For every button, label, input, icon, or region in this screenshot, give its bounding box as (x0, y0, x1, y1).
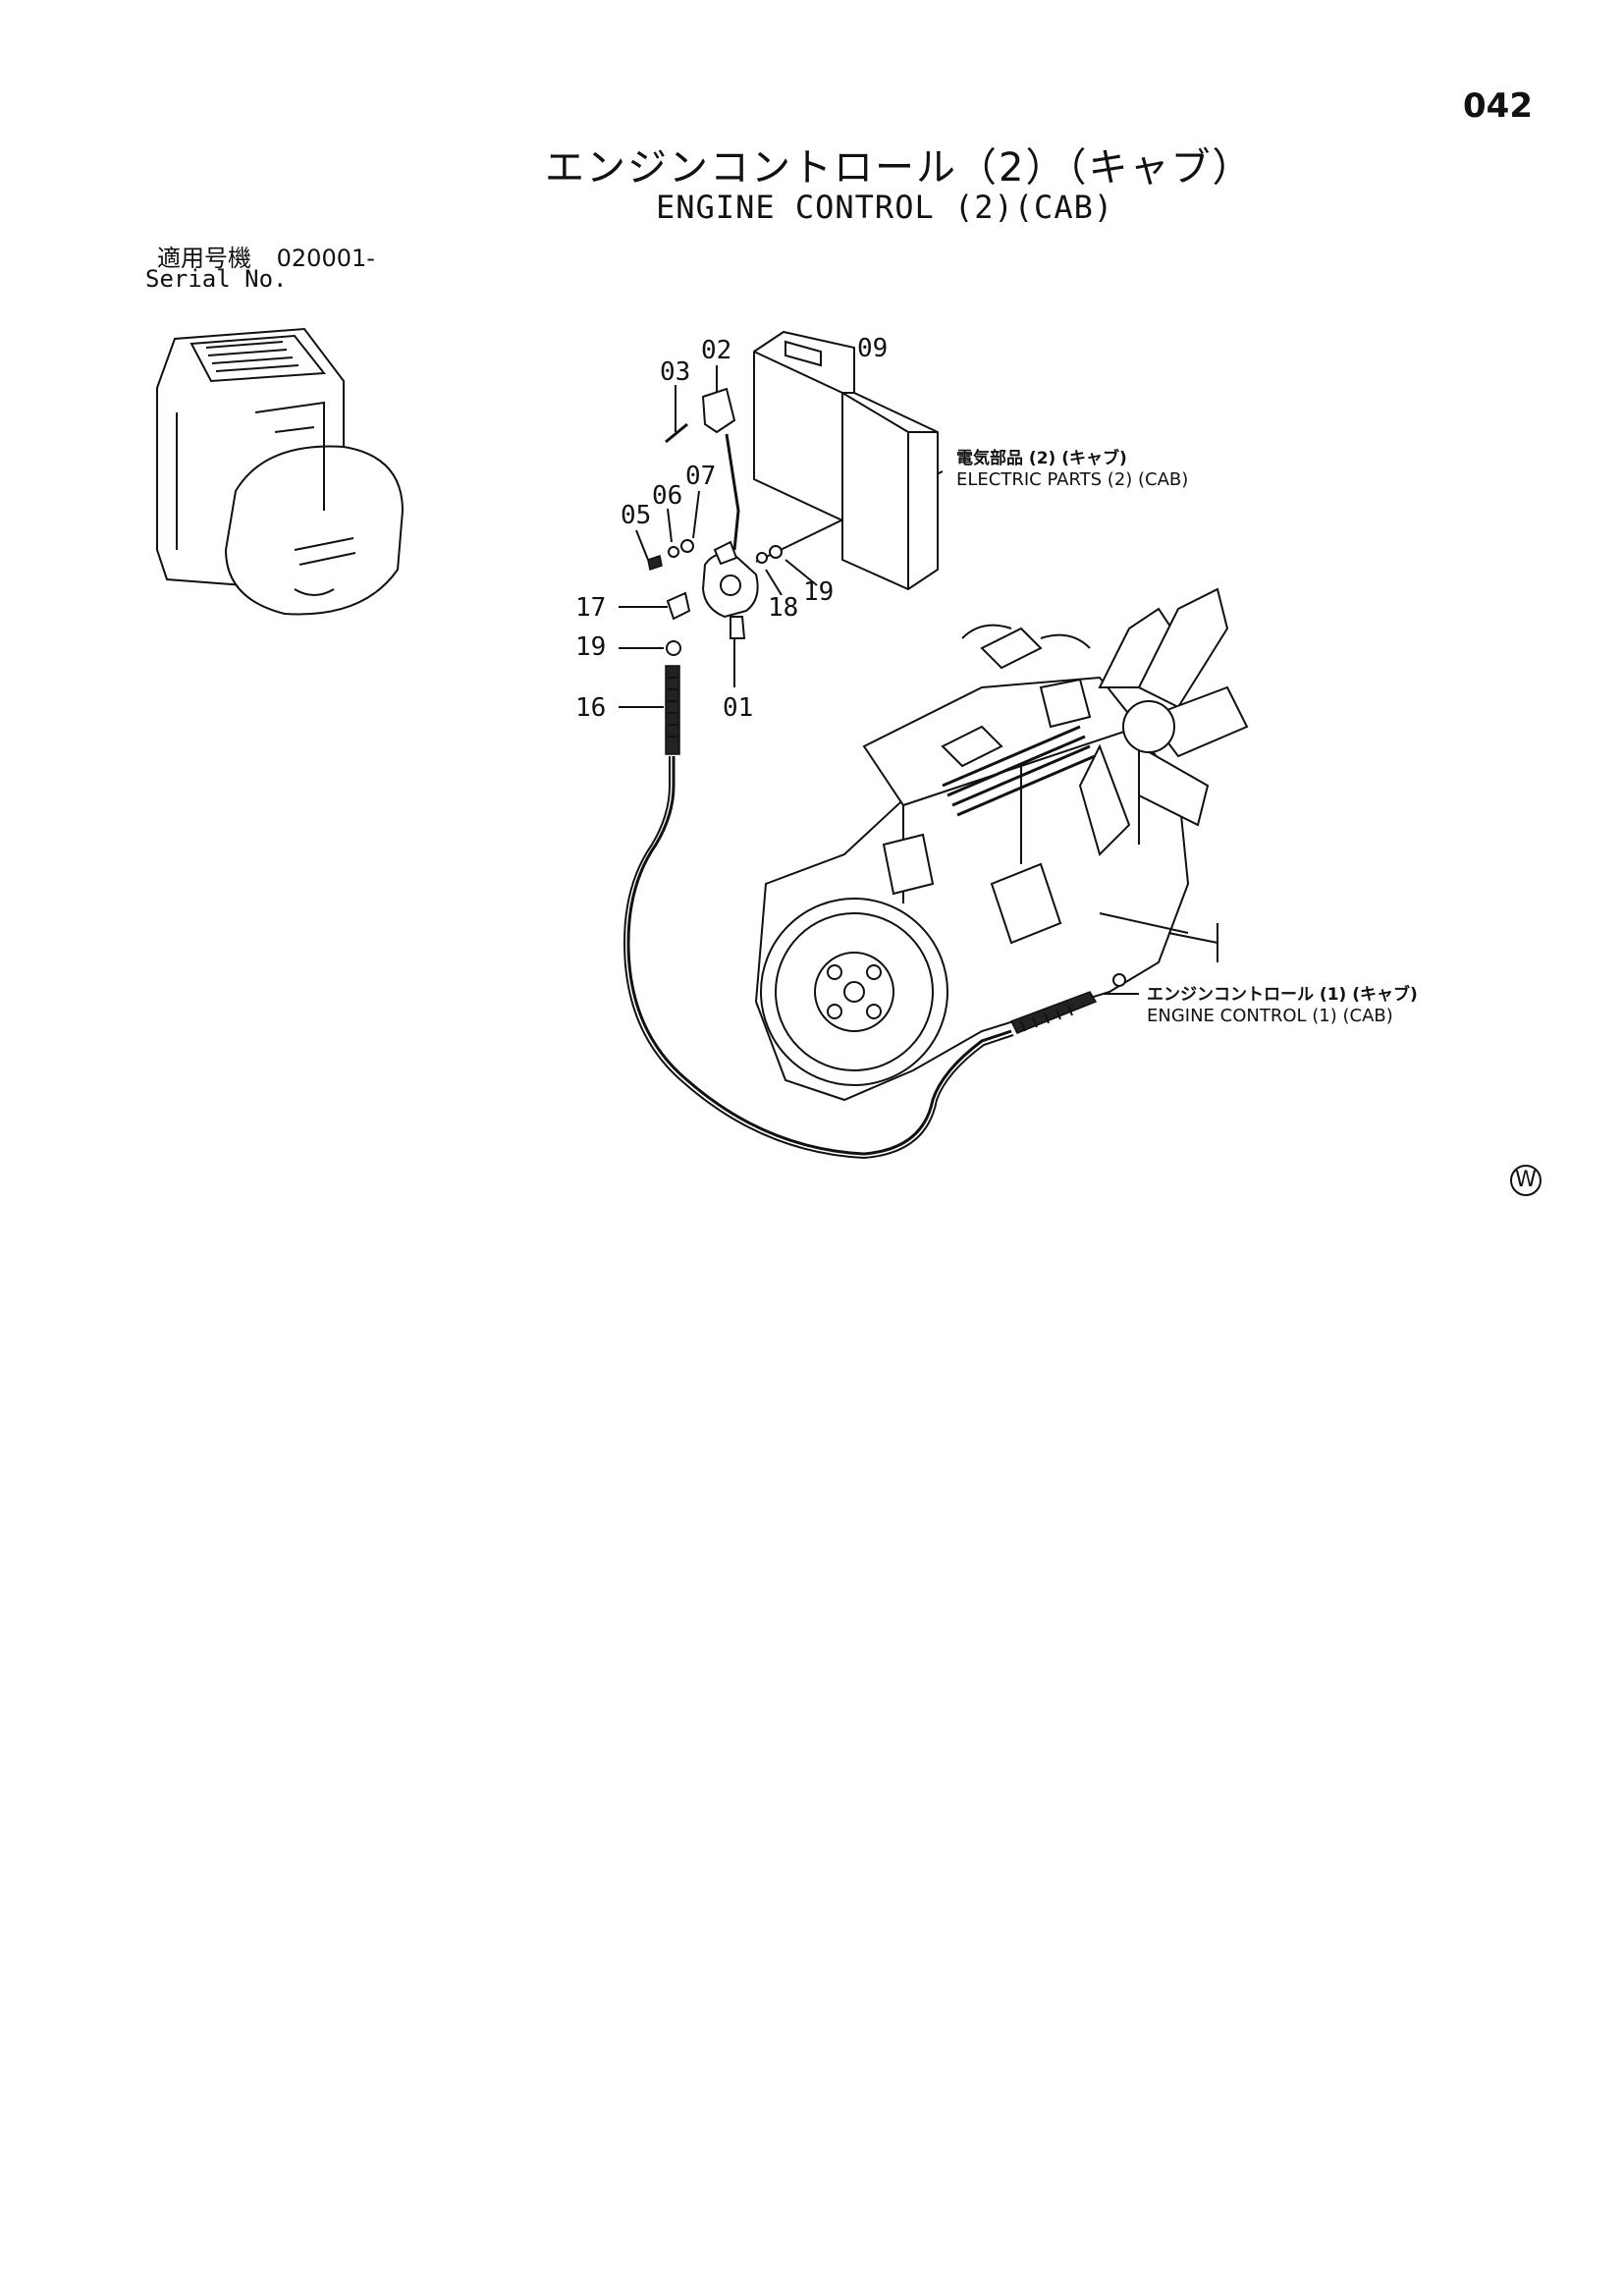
throttle-cable (622, 640, 1014, 1160)
callout-18: 18 (768, 593, 799, 623)
callout-19-lower: 19 (575, 632, 607, 662)
callout-19-upper: 19 (803, 577, 835, 607)
engine-illustration (754, 587, 1249, 1102)
callout-01: 01 (723, 693, 754, 723)
callout-16: 16 (575, 693, 607, 723)
reference-electric-parts-en: ELECTRIC PARTS (2) (CAB) (956, 469, 1189, 490)
callout-07: 07 (685, 462, 717, 491)
callout-17: 17 (575, 593, 607, 623)
callout-06: 06 (652, 481, 683, 511)
serial-label-jp: 適用号機 (157, 245, 251, 272)
callout-09: 09 (857, 334, 889, 363)
page-number: 042 (1463, 86, 1533, 126)
cab-overview-illustration (156, 327, 405, 616)
reference-engine-control-en: ENGINE CONTROL (1) (CAB) (1147, 1006, 1393, 1026)
title-japanese: エンジンコントロール（2）（キャブ） (545, 145, 1254, 191)
callout-05: 05 (621, 501, 652, 530)
callout-leaders (619, 347, 1139, 995)
serial-label-english: Serial No. (145, 265, 288, 293)
reference-electric-parts-jp: 電気部品 (2) (キャブ) (956, 449, 1127, 468)
corner-mark-w: W (1510, 1165, 1542, 1196)
callout-02: 02 (701, 336, 732, 365)
title-english: ENGINE CONTROL (2)(CAB) (656, 189, 1114, 226)
electric-parts-box (753, 330, 939, 591)
serial-number: 020001- (276, 245, 375, 272)
serial-label-japanese: 適用号機 020001- (157, 239, 375, 273)
reference-engine-control-jp: エンジンコントロール (1) (キャブ) (1147, 985, 1418, 1005)
throttle-lever-assembly (647, 387, 783, 639)
callout-03: 03 (660, 357, 691, 387)
